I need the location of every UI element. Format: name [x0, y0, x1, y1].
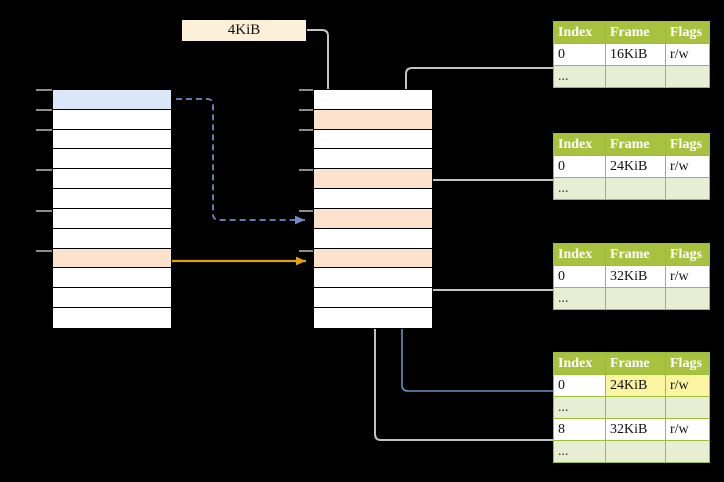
table-row: ... — [553, 65, 710, 88]
cell-index: 8 — [553, 418, 606, 441]
cell-flags: r/w — [665, 265, 710, 288]
column-header-index: Index — [553, 243, 606, 266]
virtual-memory-row — [53, 129, 171, 150]
physical-memory-row — [314, 169, 432, 190]
left-column-ticks — [36, 89, 52, 252]
physical-memory-row — [314, 90, 432, 110]
virtual-memory-row — [53, 169, 171, 190]
table-row: ... — [553, 287, 710, 310]
column-header-frame: Frame — [605, 352, 666, 375]
column-header-flags: Flags — [665, 21, 710, 44]
middle-column-ticks — [299, 89, 314, 252]
column-header-flags: Flags — [665, 243, 710, 266]
cell-frame: 32KiB — [605, 418, 666, 441]
cell-flags — [665, 65, 710, 88]
virtual-address-space-column — [52, 89, 172, 329]
cell-flags: r/w — [665, 374, 710, 397]
cell-index: ... — [553, 65, 606, 88]
cell-flags — [665, 177, 710, 200]
virtual-memory-row — [53, 109, 171, 130]
cell-index: 0 — [553, 265, 606, 288]
cell-index: ... — [553, 287, 606, 310]
cell-index: ... — [553, 440, 606, 463]
physical-memory-row — [314, 308, 432, 328]
size-label-text: 4KiB — [227, 22, 261, 38]
table-row: ... — [553, 177, 710, 200]
column-header-index: Index — [553, 133, 606, 156]
physical-memory-row — [314, 129, 432, 150]
physical-memory-row — [314, 149, 432, 170]
table-row: ... — [553, 396, 710, 419]
virtual-memory-row — [53, 149, 171, 170]
physical-memory-row — [314, 109, 432, 130]
physical-memory-row — [314, 288, 432, 309]
column-header-frame: Frame — [605, 243, 666, 266]
cell-frame — [605, 287, 666, 310]
cell-frame: 32KiB — [605, 265, 666, 288]
virtual-memory-row — [53, 248, 171, 269]
cell-frame: 16KiB — [605, 43, 666, 66]
virtual-memory-row — [53, 288, 171, 309]
cell-flags — [665, 287, 710, 310]
cell-frame: 24KiB — [605, 155, 666, 178]
virtual-memory-row — [53, 90, 171, 110]
cell-flags — [665, 440, 710, 463]
cell-index: 0 — [553, 155, 606, 178]
virtual-memory-row — [53, 228, 171, 249]
cell-frame — [605, 396, 666, 419]
physical-memory-column — [313, 89, 433, 329]
cell-frame — [605, 65, 666, 88]
physical-memory-row — [314, 268, 432, 289]
cell-index: 0 — [553, 43, 606, 66]
cell-flags — [665, 396, 710, 419]
column-header-flags: Flags — [665, 133, 710, 156]
virtual-memory-row — [53, 308, 171, 328]
cell-flags: r/w — [665, 43, 710, 66]
virtual-to-physical-dashed-arrow — [176, 98, 305, 225]
cell-frame — [605, 440, 666, 463]
table1-to-memory-connector — [405, 67, 553, 176]
cell-frame: 24KiB — [605, 374, 666, 397]
virtual-memory-row — [53, 268, 171, 289]
virtual-memory-row — [53, 208, 171, 229]
column-header-flags: Flags — [665, 352, 710, 375]
virtual-memory-row — [53, 189, 171, 209]
physical-memory-row — [314, 248, 432, 269]
column-header-index: Index — [553, 21, 606, 44]
physical-memory-row — [314, 189, 432, 209]
physical-memory-row — [314, 228, 432, 249]
table-row: ... — [553, 440, 710, 463]
cell-index: 0 — [553, 374, 606, 397]
cell-frame — [605, 177, 666, 200]
cell-flags: r/w — [665, 155, 710, 178]
cell-index: ... — [553, 177, 606, 200]
cell-index: ... — [553, 396, 606, 419]
table4-row1-to-memory-connector — [400, 223, 553, 392]
size-label-leader — [307, 29, 336, 116]
column-header-index: Index — [553, 352, 606, 375]
column-header-frame: Frame — [605, 21, 666, 44]
column-header-frame: Frame — [605, 133, 666, 156]
size-label: 4KiB — [182, 20, 306, 41]
cell-flags: r/w — [665, 418, 710, 441]
physical-memory-row — [314, 208, 432, 229]
